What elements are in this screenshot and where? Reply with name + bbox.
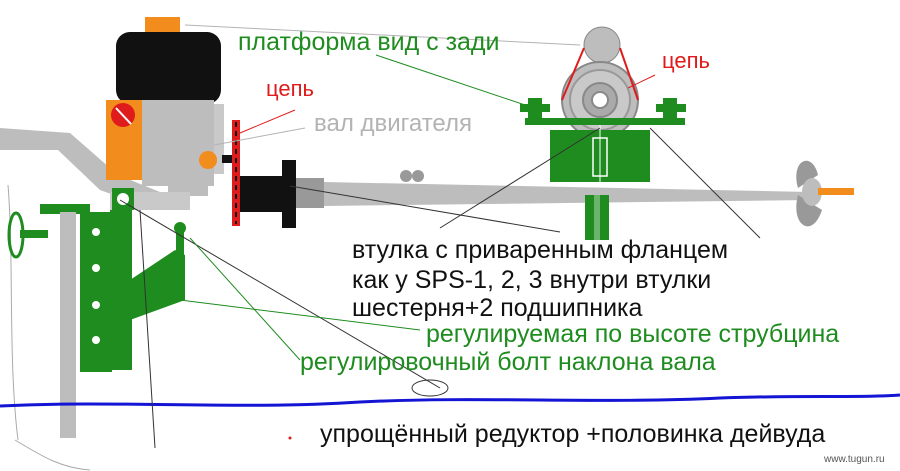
shaft-support — [585, 195, 609, 240]
platform-rear-view — [520, 26, 686, 182]
label-chain-right: цепь — [662, 48, 710, 73]
propeller — [796, 160, 854, 227]
mounting-bracket — [40, 188, 190, 372]
engine — [106, 17, 224, 196]
bushing — [240, 176, 290, 212]
engine-shaft-stub — [222, 155, 240, 163]
label-chain-left: цепь — [266, 76, 314, 101]
label-bushing-line3: шестерня+2 подшипника — [352, 294, 643, 322]
propeller-shaft — [324, 182, 810, 206]
flange — [282, 160, 296, 228]
label-engine-shaft: вал двигателя — [314, 110, 472, 137]
label-bushing-line2: как у SPS-1, 2, 3 внутри втулки — [352, 266, 712, 294]
label-tilt-bolt: регулировочный болт наклона вала — [300, 348, 716, 376]
label-clamp: регулируемая по высоте струбцина — [426, 320, 840, 348]
water-line — [0, 393, 900, 408]
watermark: www.tugun.ru — [824, 454, 885, 465]
label-platform-rear-view: платформа вид с зади — [238, 28, 500, 56]
label-bushing-line1: втулка с приваренным фланцем — [352, 236, 729, 264]
clamp-screw — [7, 211, 48, 259]
leader-lines — [119, 24, 761, 449]
label-gearbox: упрощённый редуктор +половинка дейвуда — [320, 420, 826, 448]
hull-sketch — [7, 184, 91, 471]
clamp-post — [60, 212, 76, 438]
chain-sprocket — [232, 120, 240, 226]
